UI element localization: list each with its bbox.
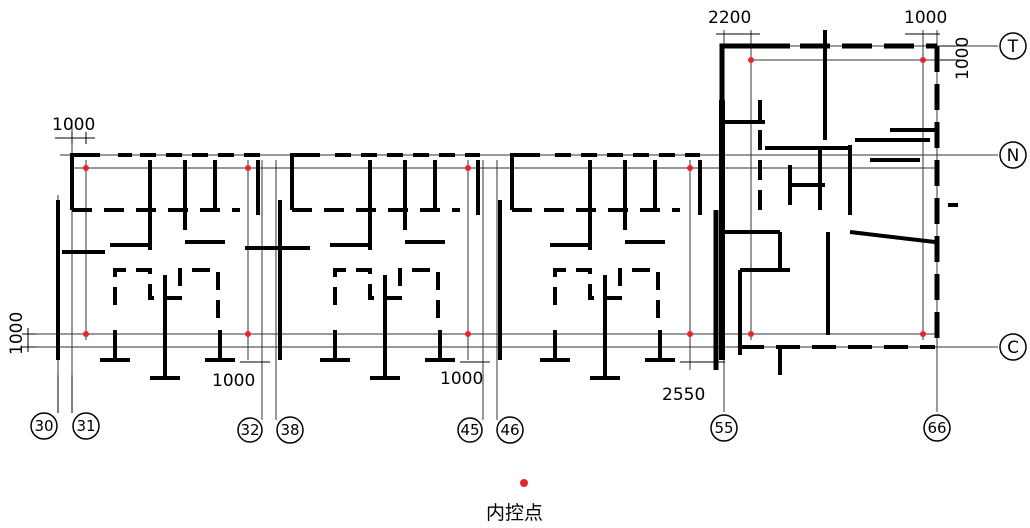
dimension-marks: [22, 33, 958, 363]
axis-label-T: T: [1007, 37, 1019, 57]
legend-marker: [520, 479, 528, 487]
axis-bubble-N: [999, 141, 1027, 169]
axis-label-C: C: [1007, 338, 1019, 358]
dim-top-mid: 2200: [708, 8, 751, 28]
dim-top-left: 1000: [52, 115, 95, 135]
control-point: [83, 331, 89, 337]
axis-label-38: 38: [280, 421, 299, 439]
axis-bubble-31: [72, 412, 100, 440]
legend-label: 内控点: [486, 502, 544, 524]
control-point: [748, 331, 754, 337]
axis-label-45: 45: [460, 421, 479, 439]
control-point: [245, 165, 251, 171]
axis-bubble-55: [710, 414, 738, 442]
axis-bubble-32: [237, 417, 263, 443]
row-axis-bubbles: [999, 32, 1027, 361]
axis-bubble-T: [999, 32, 1027, 60]
control-point: [748, 57, 754, 63]
axis-bubble-30: [30, 412, 58, 440]
walls: [56, 30, 958, 380]
axis-label-55: 55: [714, 419, 733, 437]
control-points: [83, 57, 926, 337]
dim-right-side: 1000: [953, 37, 973, 80]
axis-label-46: 46: [500, 421, 519, 439]
dim-left-side: 1000: [7, 312, 27, 355]
axis-bubble-C: [999, 333, 1027, 361]
axis-bubble-38: [276, 416, 304, 444]
axis-label-31: 31: [76, 417, 95, 435]
control-point: [920, 331, 926, 337]
control-point: [83, 165, 89, 171]
control-point: [687, 331, 693, 337]
control-point: [465, 331, 471, 337]
axis-bubble-46: [496, 416, 524, 444]
dim-mid-1: 1000: [212, 371, 255, 391]
control-point: [245, 331, 251, 337]
axis-bubble-45: [457, 417, 483, 443]
control-point: [920, 57, 926, 63]
dim-mid-2: 1000: [440, 369, 483, 389]
axis-bubble-66: [923, 414, 951, 442]
dim-right-bottom: 2550: [662, 385, 705, 405]
control-point: [687, 165, 693, 171]
axis-lines: [30, 30, 998, 420]
control-point: [465, 165, 471, 171]
axis-label-66: 66: [927, 419, 946, 437]
column-axis-bubbles: [30, 412, 951, 444]
axis-label-32: 32: [240, 421, 259, 439]
axis-label-30: 30: [34, 417, 53, 435]
axis-label-N: N: [1007, 146, 1020, 166]
dim-top-right: 1000: [904, 8, 947, 28]
